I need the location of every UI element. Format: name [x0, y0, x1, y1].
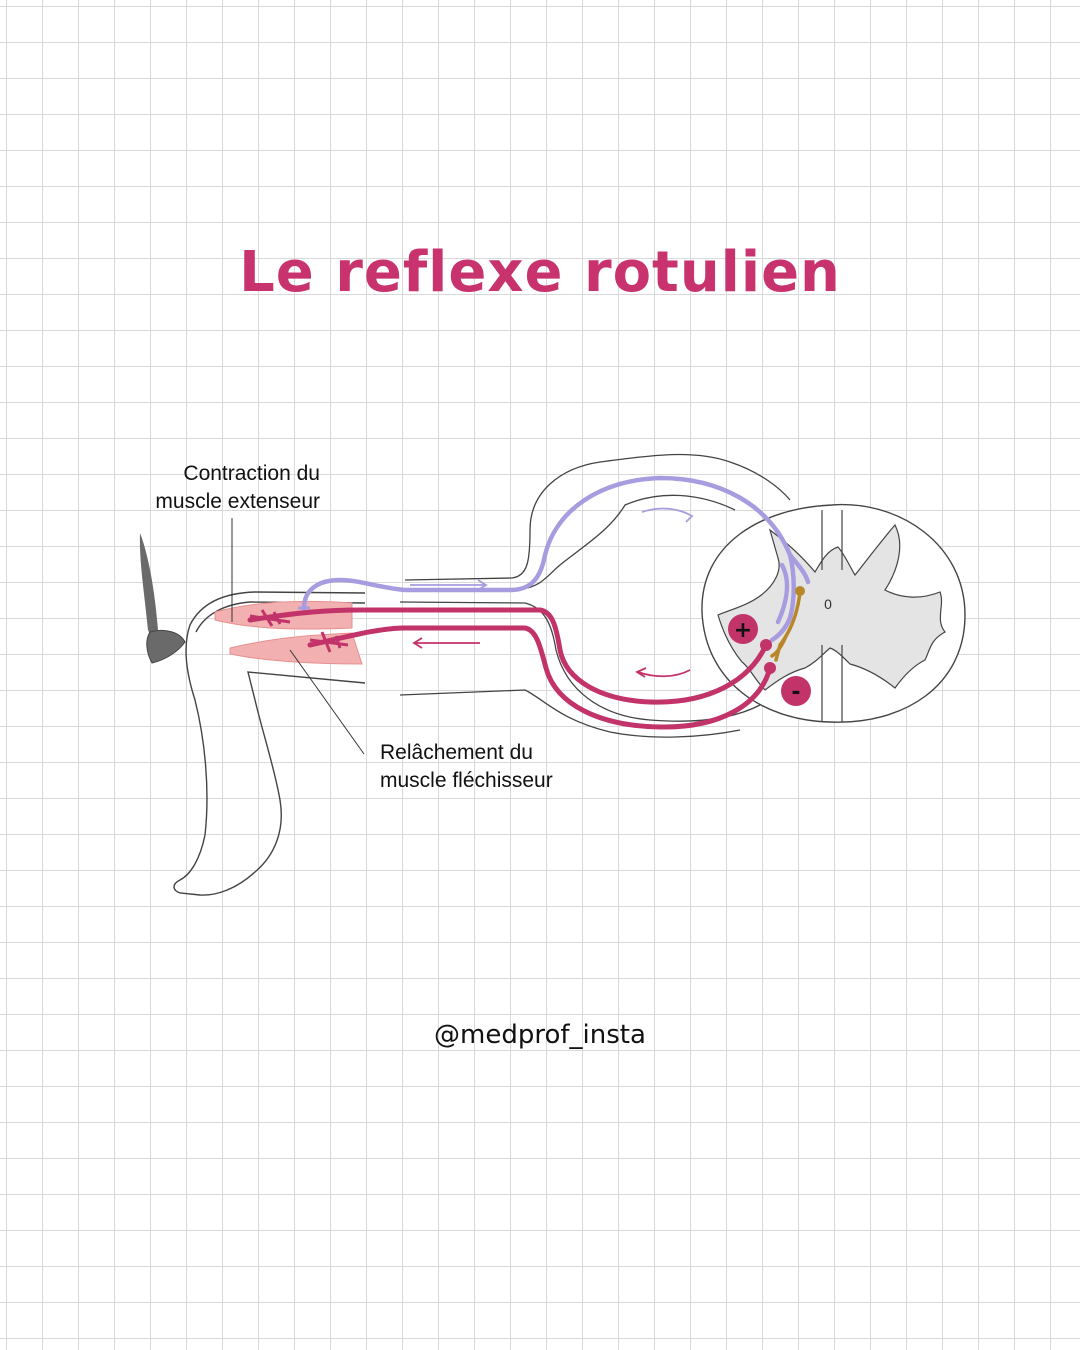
interneuron: [770, 590, 802, 662]
sensory-neuron: [301, 475, 811, 643]
flexor-label-line1: Relâchement du: [380, 741, 533, 764]
motor-soma-extensor: [760, 639, 772, 651]
svg-text:+: +: [734, 618, 752, 643]
flexor-label: Relâchement du muscle fléchisseur: [380, 739, 553, 795]
extensor-label-line1: Contraction du: [183, 462, 320, 485]
flexor-leader-line: [289, 649, 365, 755]
motor-terminal-flexor-icon: [309, 631, 349, 653]
motor-soma-flexor: [764, 662, 776, 674]
inhibitory-synapse-badge: -: [781, 676, 811, 706]
reflex-hammer-icon: [139, 533, 186, 664]
excitatory-synapse-badge: +: [728, 614, 758, 644]
motor-terminal-extensor-icon: [249, 609, 291, 627]
motor-neuron-extensor: [247, 607, 769, 705]
central-canal: 0: [824, 596, 832, 612]
grey-matter: [717, 523, 946, 691]
dorsal-median-sulcus: [821, 510, 843, 570]
sensory-direction-arrows: [410, 507, 694, 591]
leg-outline: [173, 591, 366, 896]
author-handle: @medprof_insta: [434, 1020, 646, 1050]
svg-text:-: -: [791, 680, 800, 705]
extensor-label-line2: muscle extenseur: [155, 490, 320, 513]
spinal-cord: [701, 503, 966, 723]
interneuron-soma: [795, 586, 805, 596]
flexor-label-line2: muscle fléchisseur: [380, 769, 553, 792]
page-title: Le reflexe rotulien: [239, 240, 841, 305]
ventral-median-fissure: [821, 645, 843, 722]
extensor-label: Contraction du muscle extenseur: [120, 460, 320, 516]
motor-neuron-flexor: [307, 625, 773, 730]
motor-direction-arrows: [412, 637, 691, 678]
